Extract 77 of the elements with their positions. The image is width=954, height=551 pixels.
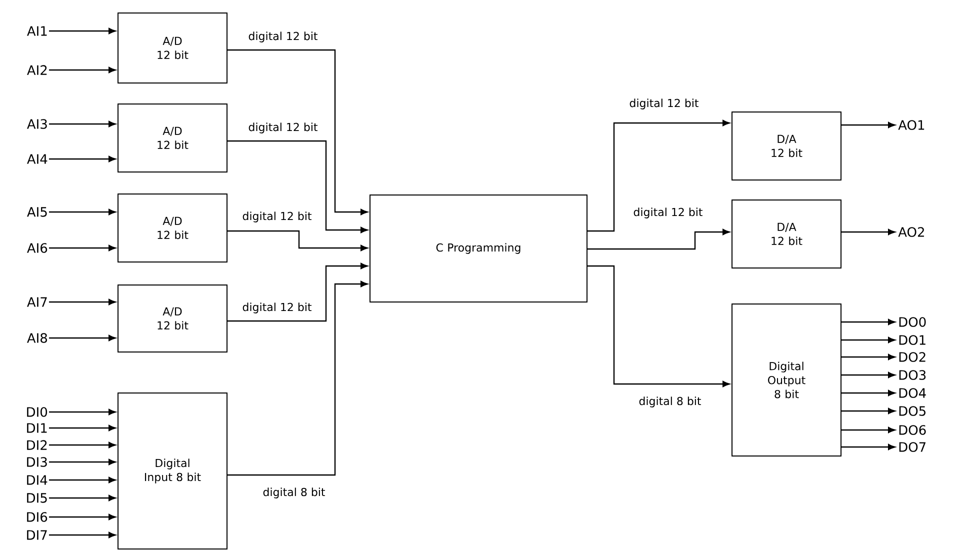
arrow (588, 228, 730, 250)
signal-label: DO6 (899, 425, 926, 435)
signal-label: DO3 (899, 370, 926, 380)
signal-label: DI4 (27, 475, 48, 485)
arrow (842, 390, 896, 396)
arrow (49, 424, 116, 432)
edge-label: digital 12 bit (247, 122, 319, 134)
process-box: C Programming (370, 194, 588, 302)
signal-label: AI4 (27, 154, 48, 164)
signal-label: DI3 (27, 457, 47, 467)
arrow (842, 228, 896, 236)
arrow (842, 318, 896, 326)
signal-label: DI1 (27, 423, 47, 433)
arrow (228, 49, 368, 216)
arrow (228, 262, 368, 322)
arrow (49, 244, 116, 252)
signal-label: DO2 (899, 352, 926, 362)
edge-label: digital 8 bit (638, 396, 702, 408)
arrow (49, 458, 116, 466)
signal-label: DO7 (899, 442, 926, 452)
process-box: D/A 12 bit (732, 200, 842, 268)
arrow (228, 280, 368, 476)
signal-label: AO1 (898, 120, 924, 130)
arrow (588, 265, 730, 388)
arrow (49, 442, 116, 448)
arrow (49, 156, 116, 162)
signal-label: DO4 (899, 388, 926, 398)
process-box: A/D 12 bit (118, 12, 228, 84)
edge-label: digital 12 bit (247, 30, 319, 44)
arrow (842, 408, 896, 414)
arrow (842, 372, 896, 378)
signal-label: DI7 (27, 530, 47, 540)
signal-label: DI0 (27, 407, 48, 417)
signal-label: DI5 (27, 493, 47, 503)
arrow (842, 444, 896, 450)
arrow (49, 334, 116, 342)
process-box: A/D 12 bit (118, 194, 228, 262)
signal-label: DO5 (899, 406, 926, 416)
process-box: Digital Output 8 bit (732, 304, 842, 456)
signal-label: AI8 (27, 333, 48, 343)
process-box: D/A 12 bit (732, 112, 842, 180)
arrow (49, 514, 116, 520)
signal-label: AI3 (27, 119, 47, 129)
edge-label: digital 8 bit (262, 486, 326, 500)
arrow (49, 28, 116, 34)
signal-label: DI6 (27, 512, 48, 522)
edge-label: digital 12 bit (632, 206, 704, 220)
arrow (588, 120, 730, 232)
signal-label: AO2 (898, 227, 924, 237)
edge-label: digital 12 bit (241, 302, 313, 314)
signal-label: DO1 (899, 335, 926, 345)
arrow (842, 354, 896, 360)
arrow (842, 122, 896, 128)
arrow (49, 532, 116, 538)
arrow (49, 66, 116, 74)
arrow (49, 120, 116, 128)
arrow (49, 494, 116, 502)
arrow (49, 298, 116, 306)
signal-label: AI1 (27, 26, 47, 36)
arrow (49, 208, 116, 216)
signal-label: DI2 (27, 440, 47, 450)
edge-label: digital 12 bit (628, 98, 700, 110)
signal-label: AI6 (27, 243, 48, 253)
process-box: A/D 12 bit (118, 284, 228, 352)
arrow (842, 426, 896, 434)
signal-label: AI2 (27, 65, 47, 75)
arrow (842, 336, 896, 344)
edge-label: digital 12 bit (241, 210, 313, 224)
signal-label: DO0 (899, 317, 926, 327)
arrow (49, 408, 116, 416)
process-box: A/D 12 bit (118, 104, 228, 172)
signal-label: AI7 (27, 297, 47, 307)
arrow (49, 476, 116, 484)
arrow (228, 230, 368, 252)
signal-label: AI5 (27, 207, 47, 217)
arrow (228, 140, 368, 234)
process-box: Digital Input 8 bit (118, 392, 228, 550)
